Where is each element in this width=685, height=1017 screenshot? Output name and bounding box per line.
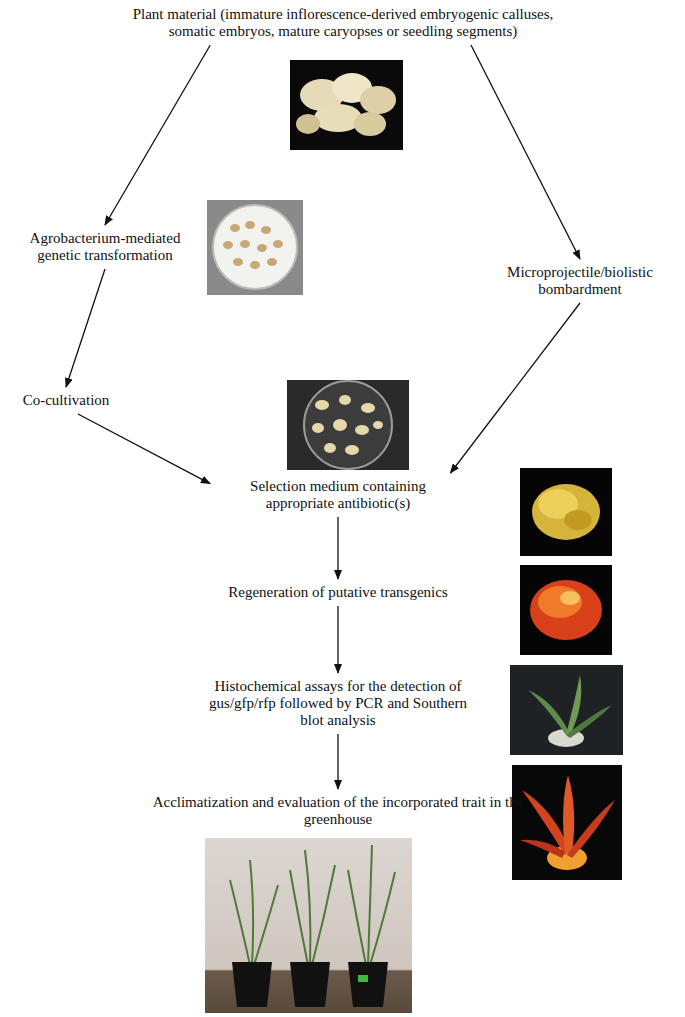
step-label: Microprojectile/biolistic bombardment [482, 262, 678, 300]
flow-arrow [337, 734, 338, 789]
flow-arrow [337, 517, 338, 579]
yellow-callus-photo [520, 468, 612, 556]
step-label: Regeneration of putative transgenics [188, 582, 488, 603]
flow-arrow [105, 45, 210, 225]
flow-arrow [337, 606, 338, 673]
greenhouse-plants-photo [205, 838, 412, 1013]
flow-arrow [451, 303, 581, 473]
step-label: Selection medium containing appropriate … [213, 476, 463, 514]
step-text: Acclimatization and evaluation of the in… [142, 794, 534, 828]
petri-dish-photo [207, 200, 303, 295]
step-text: Selection medium containing appropriate … [217, 478, 459, 512]
rfp-plant-photo [512, 765, 622, 880]
flow-arrow [66, 269, 105, 387]
step-text: Regeneration of putative transgenics [192, 584, 484, 601]
step-label: Histochemical assays for the detection o… [193, 676, 483, 731]
step-text: Agrobacterium-mediated genetic transform… [16, 230, 194, 264]
step-text: Microprojectile/biolistic bombardment [486, 264, 674, 298]
callus-photo [290, 60, 403, 150]
step-label: Plant material (immature inflorescence-d… [106, 4, 580, 42]
step-text: Histochemical assays for the detection o… [197, 678, 479, 729]
step-label: Co-cultivation [6, 390, 126, 411]
rfp-callus-photo [520, 565, 612, 655]
step-label: Acclimatization and evaluation of the in… [138, 792, 538, 830]
step-label: Agrobacterium-mediated genetic transform… [12, 228, 198, 266]
step-text: Plant material (immature inflorescence-d… [110, 6, 576, 40]
step-text: Co-cultivation [10, 392, 122, 409]
flow-arrow [471, 45, 580, 259]
selection-plate-photo [287, 380, 409, 470]
plantlet-photo [510, 665, 623, 755]
flow-arrow [78, 414, 210, 484]
